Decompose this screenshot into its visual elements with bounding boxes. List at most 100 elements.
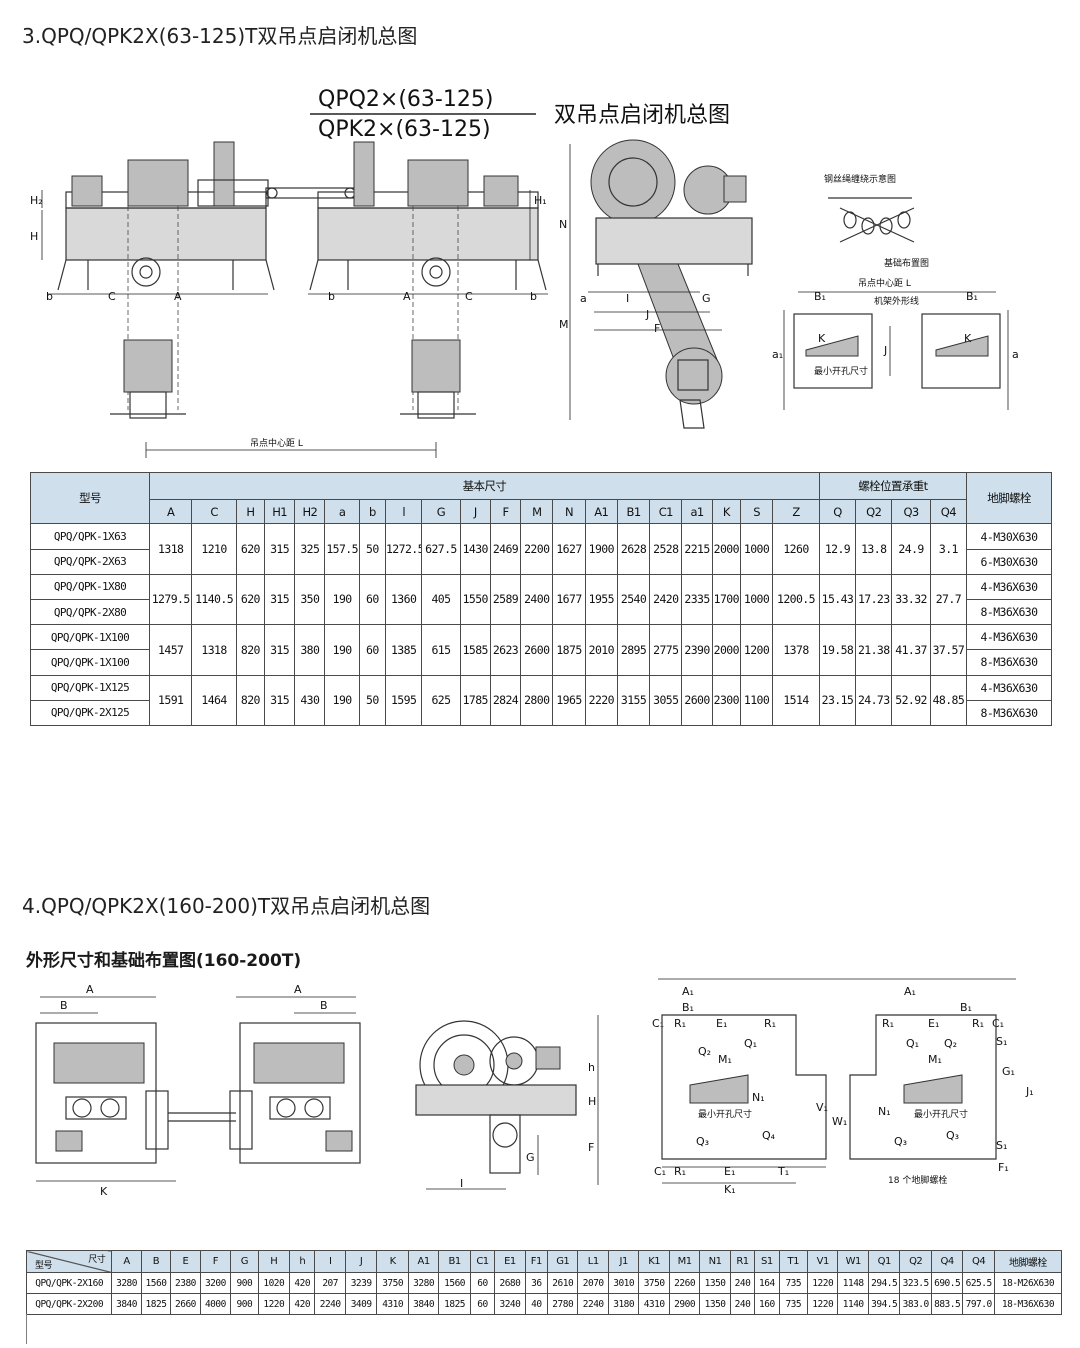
dim-value-cell: 2300 (711, 674, 741, 727)
dim-value-cell: 2600 (681, 674, 713, 727)
col-header: M1 (668, 1250, 701, 1273)
load-value-cell: 24.9 (891, 523, 931, 575)
dim-value-cell: 797.0 (962, 1293, 995, 1315)
col-header: Z (772, 499, 820, 525)
svg-text:N₁: N₁ (752, 1091, 765, 1104)
callout-anchor-bolts: 18 个地脚螺栓 (888, 1174, 947, 1186)
dim-value-cell: 625.5 (962, 1272, 995, 1294)
col-header: A1 (407, 1250, 440, 1273)
svg-text:R₁: R₁ (882, 1017, 894, 1030)
svg-text:G₁: G₁ (1002, 1065, 1015, 1078)
dim-value-cell: 1220 (807, 1293, 839, 1315)
col-header: Q1 (867, 1250, 901, 1273)
dim-value-cell: 820 (235, 674, 265, 727)
svg-text:H: H (30, 230, 38, 243)
dim-value-cell: 2335 (681, 573, 713, 626)
section-title-160-200: 4.QPQ/QPK2X(160-200)T双吊点启闭机总图 (22, 894, 431, 918)
dim-value-cell: 1000 (739, 523, 774, 575)
col-header: a (324, 499, 360, 525)
svg-text:B₁: B₁ (960, 1001, 972, 1014)
svg-text:Q₃: Q₃ (696, 1135, 709, 1148)
svg-text:C: C (108, 290, 116, 303)
dim-value-cell: 1900 (584, 523, 618, 575)
dim-value-cell: 4000 (199, 1293, 232, 1315)
dim-value-cell: 620 (235, 573, 265, 626)
dim-value-cell: 2600 (520, 624, 554, 676)
svg-text:W₁: W₁ (832, 1115, 847, 1128)
dim-value-cell: 1260 (772, 523, 820, 575)
svg-text:M₁: M₁ (928, 1053, 942, 1066)
col-header: R1 (729, 1250, 756, 1273)
callout-min-hole-b: 最小开孔尺寸 (914, 1108, 968, 1120)
anchor-bolt-cell: 4-M36X630 (966, 573, 1052, 600)
connecting-shaft (265, 187, 357, 199)
svg-text:B₁: B₁ (682, 1001, 694, 1014)
svg-text:K₁: K₁ (724, 1183, 736, 1196)
side-view: N M a I G J F (559, 139, 753, 429)
dim-value-cell: 2260 (668, 1272, 701, 1294)
col-header: h (289, 1250, 316, 1273)
dim-value-cell: 4310 (638, 1293, 670, 1315)
anchor-bolt-cell: 4-M36X630 (966, 624, 1052, 651)
col-header: F1 (524, 1250, 549, 1273)
dim-value-cell: 2240 (577, 1293, 609, 1315)
col-header: N (552, 499, 586, 525)
dim-value-cell: 3200 (199, 1272, 232, 1294)
load-value-cell: 19.58 (818, 624, 857, 676)
dim-value-cell: 157.5 (324, 523, 360, 575)
right-plan-unit: A B (229, 983, 361, 1164)
dim-value-cell: 2680 (494, 1272, 526, 1294)
svg-text:Q₁: Q₁ (744, 1037, 757, 1050)
dim-value-cell: 2070 (577, 1272, 609, 1294)
dim-value-cell: 1560 (140, 1272, 172, 1294)
col-header: C1 (649, 499, 683, 525)
col-header: H (257, 1250, 291, 1273)
foundation-layout: 吊点中心距 L B₁ B₁ 机架外形线 K K 最小开孔尺寸 J a₁ a (772, 277, 1019, 410)
svg-text:A₁: A₁ (682, 985, 694, 998)
dim-value-cell: 325 (294, 523, 326, 575)
dim-value-cell: 1140.5 (191, 573, 237, 626)
svg-text:B: B (320, 999, 328, 1012)
col-header: K1 (638, 1250, 670, 1273)
dim-value-cell: 1514 (772, 674, 820, 727)
col-header: A1 (584, 499, 618, 525)
col-header: E1 (494, 1250, 526, 1273)
dim-value-cell: 350 (294, 573, 326, 626)
svg-text:E₁: E₁ (716, 1017, 727, 1030)
dim-value-cell: 1350 (699, 1293, 731, 1315)
svg-text:Q₃: Q₃ (894, 1135, 907, 1148)
dim-value-cell: 3239 (344, 1272, 378, 1294)
dim-value-cell: 2215 (681, 523, 713, 575)
model-cell: QPQ/QPK-2X160 (25, 1272, 113, 1294)
dim-value-cell: 405 (421, 573, 461, 626)
svg-text:H₂: H₂ (30, 194, 43, 207)
col-header: B1 (616, 499, 651, 525)
svg-text:F₁: F₁ (998, 1161, 1009, 1174)
svg-text:N: N (559, 218, 567, 231)
dim-value-cell: 3840 (111, 1293, 142, 1315)
svg-text:J₁: J₁ (1025, 1085, 1034, 1098)
dim-value-cell: 2420 (649, 573, 683, 626)
dim-value-cell: 1385 (384, 624, 423, 676)
dim-value-cell: 1965 (552, 674, 586, 727)
svg-text:B₁: B₁ (814, 290, 826, 303)
col-header: K (711, 499, 741, 525)
svg-text:V₁: V₁ (816, 1101, 828, 1114)
dim-value-cell: 190 (324, 573, 360, 626)
svg-text:a: a (1012, 348, 1019, 361)
model-cell: QPQ/QPK-2X63 (29, 548, 151, 575)
svg-text:b: b (46, 290, 53, 303)
drawing-overview-63-125: QPQ2×(63-125) QPK2×(63-125) 双吊点启闭机总图 (28, 80, 1028, 470)
svg-text:B₁: B₁ (966, 290, 978, 303)
col-header: S (739, 499, 774, 525)
svg-text:K: K (818, 332, 826, 345)
dim-value-cell: 18-M26X630 (993, 1272, 1063, 1294)
dim-value-cell: 883.5 (930, 1293, 964, 1315)
col-header: 地脚螺栓 (993, 1250, 1063, 1273)
dim-value-cell: 2775 (649, 624, 683, 676)
dim-value-cell: 1785 (459, 674, 491, 727)
dim-value-cell: 430 (294, 674, 326, 727)
svg-text:C₁: C₁ (654, 1165, 666, 1178)
dim-value-cell: 3155 (616, 674, 651, 727)
